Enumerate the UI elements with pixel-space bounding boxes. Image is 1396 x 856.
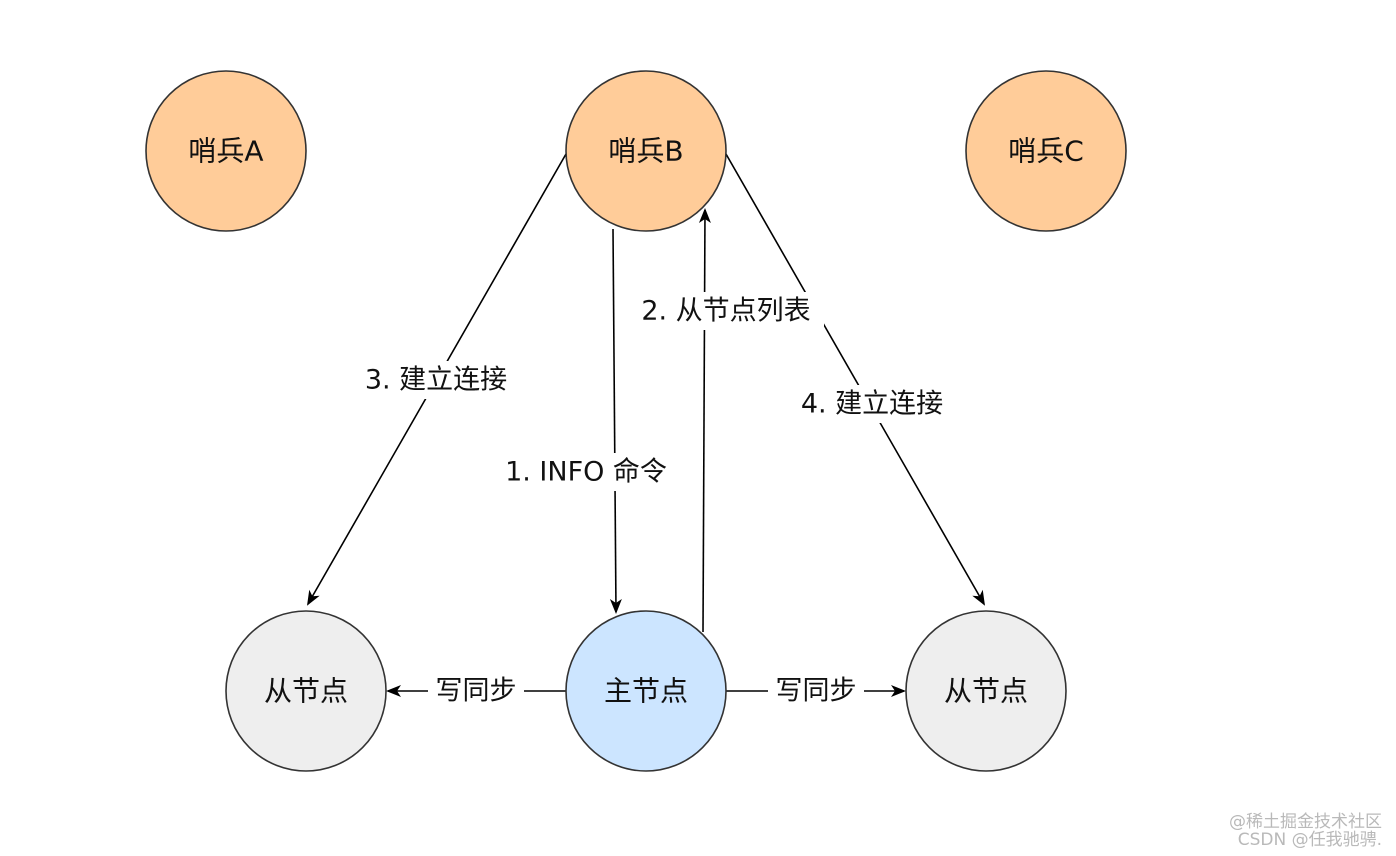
node-label-sentinel-b: 哨兵B — [608, 135, 683, 168]
edge-label-connect-left: 3. 建立连接 — [365, 365, 507, 396]
node-shape-master — [565, 610, 727, 772]
watermark-csdn: CSDN @任我驰骋. — [1237, 830, 1382, 850]
node-shape-sentinel-c — [965, 70, 1127, 232]
edge-label-connect-right: 4. 建立连接 — [801, 389, 943, 420]
node-label-sentinel-c: 哨兵C — [1008, 135, 1084, 168]
nodes: 哨兵A 哨兵B 哨兵C 从节点 主节点 从节点 — [145, 70, 1127, 772]
edge-replica-list — [698, 208, 711, 633]
edge-label-info-command: 1. INFO 命令 — [505, 457, 667, 488]
node-sentinel-a: 哨兵A — [145, 70, 307, 232]
edge-labels: 1. INFO 命令 2. 从节点列表 3. 建立连接 4. 建立连接 写同步 … — [352, 292, 956, 710]
node-sentinel-c: 哨兵C — [965, 70, 1127, 232]
node-master: 主节点 — [565, 610, 727, 772]
node-replica-right: 从节点 — [905, 610, 1067, 772]
edge-label-replica-list: 2. 从节点列表 — [641, 296, 810, 327]
node-label-replica-right: 从节点 — [944, 675, 1028, 708]
node-label-master: 主节点 — [604, 675, 688, 708]
edge-info-command — [609, 228, 622, 614]
node-shape-sentinel-a — [145, 70, 307, 232]
node-shape-sentinel-b — [565, 70, 727, 232]
edge-label-sync-right: 写同步 — [776, 676, 857, 707]
edge-connect-right — [725, 153, 985, 606]
node-shape-replica-right — [905, 610, 1067, 772]
edge-label-sync-left: 写同步 — [436, 676, 517, 707]
node-replica-left: 从节点 — [225, 610, 387, 772]
node-label-sentinel-a: 哨兵A — [188, 135, 263, 168]
node-sentinel-b: 哨兵B — [565, 70, 727, 232]
node-shape-replica-left — [225, 610, 387, 772]
watermark-juejin: @稀土掘金技术社区 — [1229, 812, 1382, 832]
node-label-replica-left: 从节点 — [264, 675, 348, 708]
